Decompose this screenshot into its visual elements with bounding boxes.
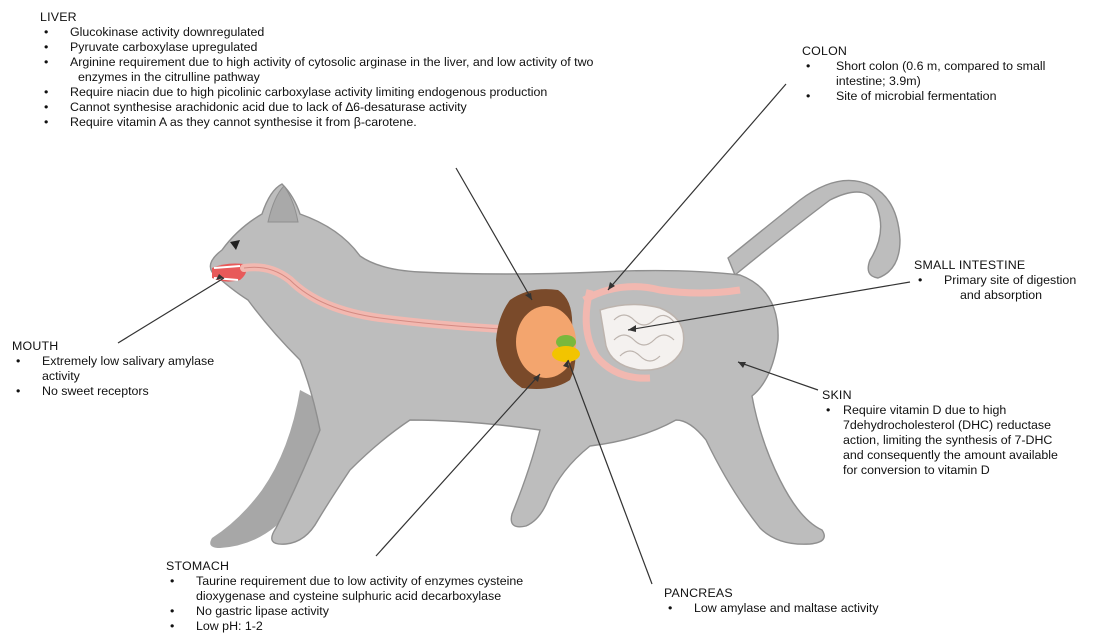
list-item: Extremely low salivary amylase <box>12 354 292 369</box>
list-item: Require vitamin A as they cannot synthes… <box>40 115 740 130</box>
mouth-title: MOUTH <box>12 339 292 354</box>
list-item: Arginine requirement due to high activit… <box>40 55 740 70</box>
liver-annotation: LIVER Glucokinase activity downregulated… <box>40 10 740 130</box>
list-item-continuation: 7dehydrocholesterol (DHC) reductase <box>822 418 1092 433</box>
skin-annotation: SKIN Require vitamin D due to high 7dehy… <box>822 388 1092 478</box>
small-intestine-annotation: SMALL INTESTINE Primary site of digestio… <box>914 258 1100 303</box>
liver-title: LIVER <box>40 10 740 25</box>
list-item: Require vitamin D due to high <box>822 403 1092 418</box>
pancreas-list: Low amylase and maltase activity <box>664 601 964 616</box>
colon-annotation: COLON Short colon (0.6 m, compared to sm… <box>802 44 1102 104</box>
cat-tail <box>728 180 900 278</box>
list-item: Require niacin due to high picolinic car… <box>40 85 740 100</box>
list-item: No gastric lipase activity <box>166 604 636 619</box>
list-item: Site of microbial fermentation <box>802 89 1102 104</box>
stomach-annotation: STOMACH Taurine requirement due to low a… <box>166 559 636 634</box>
list-item: Taurine requirement due to low activity … <box>166 574 636 589</box>
list-item-continuation: and absorption <box>914 288 1100 303</box>
pancreas-title: PANCREAS <box>664 586 964 601</box>
stomach-list: Taurine requirement due to low activity … <box>166 574 636 634</box>
list-item: Primary site of digestion <box>914 273 1100 288</box>
list-item-continuation: action, limiting the synthesis of 7-DHC <box>822 433 1092 448</box>
list-item-continuation: for conversion to vitamin D <box>822 463 1092 478</box>
mouth-leader-line <box>118 278 224 343</box>
colon-list: Short colon (0.6 m, compared to small in… <box>802 59 1102 104</box>
liver-list: Glucokinase activity downregulated Pyruv… <box>40 25 740 130</box>
colon-title: COLON <box>802 44 1102 59</box>
skin-title: SKIN <box>822 388 1092 403</box>
list-item: Glucokinase activity downregulated <box>40 25 740 40</box>
list-item-continuation: enzymes in the citrulline pathway <box>40 70 740 85</box>
list-item: No sweet receptors <box>12 384 292 399</box>
small-intestine-title: SMALL INTESTINE <box>914 258 1100 273</box>
skin-list: Require vitamin D due to high 7dehydroch… <box>822 403 1092 478</box>
pancreas-organ <box>552 346 580 362</box>
list-item: Low pH: 1-2 <box>166 619 636 634</box>
mouth-list: Extremely low salivary amylase activity … <box>12 354 292 399</box>
list-item: Low amylase and maltase activity <box>664 601 964 616</box>
list-item-continuation: dioxygenase and cysteine sulphuric acid … <box>166 589 636 604</box>
list-item-continuation: activity <box>12 369 292 384</box>
list-item: Short colon (0.6 m, compared to small <box>802 59 1102 74</box>
pancreas-annotation: PANCREAS Low amylase and maltase activit… <box>664 586 964 616</box>
mouth-annotation: MOUTH Extremely low salivary amylase act… <box>12 339 292 399</box>
list-item-continuation: and consequently the amount available <box>822 448 1092 463</box>
list-item-continuation: intestine; 3.9m) <box>802 74 1102 89</box>
small-intestine-list: Primary site of digestion and absorption <box>914 273 1100 303</box>
stomach-title: STOMACH <box>166 559 636 574</box>
list-item: Cannot synthesise arachidonic acid due t… <box>40 100 740 115</box>
list-item: Pyruvate carboxylase upregulated <box>40 40 740 55</box>
